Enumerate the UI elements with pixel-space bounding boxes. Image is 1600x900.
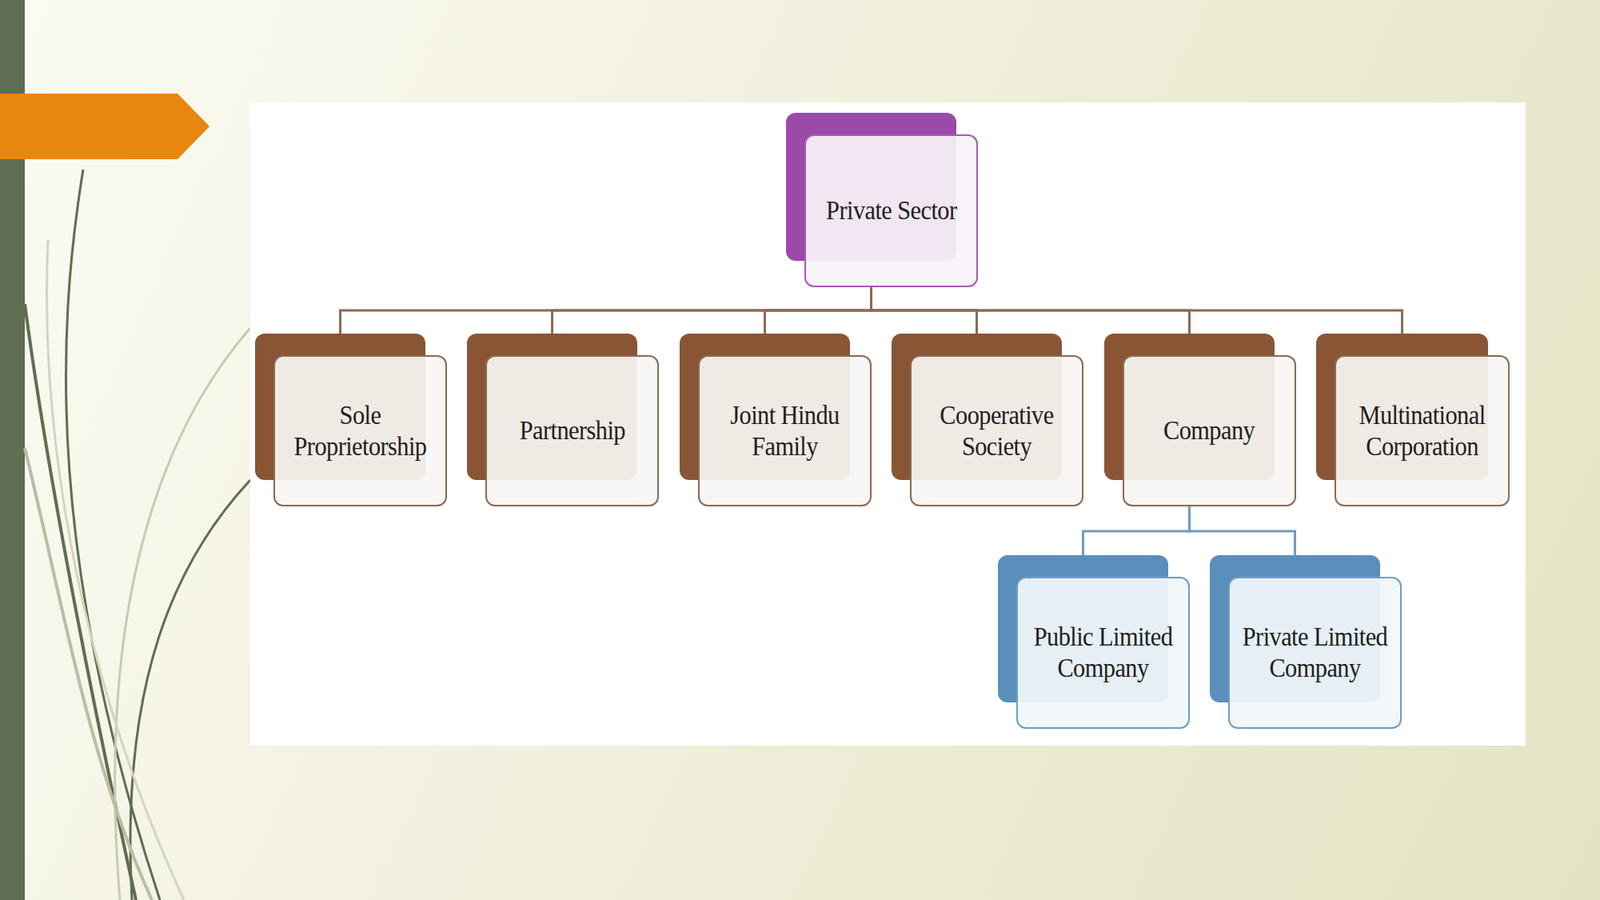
box-label: Private Sector xyxy=(825,195,957,227)
org-box: Joint Hindu Family xyxy=(679,333,872,507)
box-face: Cooperative Society xyxy=(909,355,1084,507)
box-face: Partnership xyxy=(485,355,659,507)
box-label: Partnership xyxy=(518,414,625,447)
box-label: Company xyxy=(1163,414,1255,447)
box-label: Sole Proprietorship xyxy=(287,399,434,463)
box-face: Private Sector xyxy=(804,134,978,288)
tree-connector xyxy=(1083,506,1190,555)
org-box: Private Limited Company xyxy=(1209,554,1402,729)
box-face: Private Limited Company xyxy=(1228,576,1402,729)
orange-arrow xyxy=(0,93,210,160)
tree-connector xyxy=(552,287,872,334)
box-label: Joint Hindu Family xyxy=(711,399,858,463)
org-box: Partnership xyxy=(466,333,659,507)
box-label: Public Limited Company xyxy=(1029,621,1177,684)
org-box: Multinational Corporation xyxy=(1316,333,1510,507)
tree-connector xyxy=(1189,506,1296,555)
box-face: Public Limited Company xyxy=(1016,576,1190,729)
box-label: Multinational Corporation xyxy=(1348,399,1497,463)
grass-curves xyxy=(24,169,251,900)
box-face: Company xyxy=(1122,355,1297,507)
org-box: Cooperative Society xyxy=(891,333,1084,507)
tree-connector xyxy=(871,287,1403,334)
org-box: Private Sector xyxy=(786,112,978,288)
box-label: Cooperative Society xyxy=(923,399,1070,463)
box-face: Sole Proprietorship xyxy=(273,355,447,507)
org-box: Sole Proprietorship xyxy=(255,333,447,507)
tree-connector xyxy=(340,287,872,334)
org-box: Company xyxy=(1104,333,1297,507)
box-face: Multinational Corporation xyxy=(1334,355,1510,507)
box-label: Private Limited Company xyxy=(1241,621,1389,684)
org-box: Public Limited Company xyxy=(997,554,1190,729)
tree-connector xyxy=(765,287,872,334)
box-face: Joint Hindu Family xyxy=(698,355,872,507)
